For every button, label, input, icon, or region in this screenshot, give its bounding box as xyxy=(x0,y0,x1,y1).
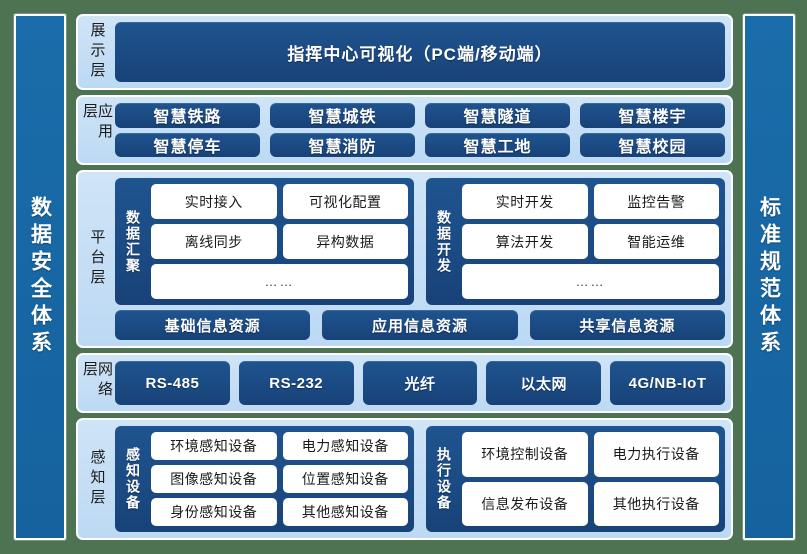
platform-group-right-label: 数据开发 xyxy=(436,209,452,274)
platform-left-row-3: …… xyxy=(151,264,408,299)
actuator-item-info-publishing[interactable]: 信息发布设备 xyxy=(462,481,588,526)
sensing-group-actuator-devices: 执行设备 环境控制设备 电力执行设备 信息发布设备 其他执行设备 xyxy=(426,426,725,532)
app-item-smart-metro[interactable]: 智慧城铁 xyxy=(270,103,415,128)
platform-group-right-grid: 实时开发 监控告警 算法开发 智能运维 …… xyxy=(462,184,719,299)
application-row-2: 智慧停车 智慧消防 智慧工地 智慧校园 xyxy=(115,132,725,157)
platform-item-more-left[interactable]: …… xyxy=(151,264,408,299)
platform-item-visual-config[interactable]: 可视化配置 xyxy=(282,184,408,219)
layer-sensing: 感知层 感知设备 环境感知设备 电力感知设备 图像感知设备 位置感知设备 xyxy=(76,418,733,540)
right-pillar-standards: 标准规范体系 xyxy=(743,14,795,540)
resource-item-shared-info[interactable]: 共享信息资源 xyxy=(529,310,725,340)
sensing-right-row-1: 环境控制设备 电力执行设备 xyxy=(462,432,719,477)
app-item-smart-parking[interactable]: 智慧停车 xyxy=(115,132,260,157)
platform-item-algorithm-development[interactable]: 算法开发 xyxy=(462,224,588,259)
app-item-smart-building[interactable]: 智慧楼宇 xyxy=(580,103,725,128)
sensing-item-power-sensor[interactable]: 电力感知设备 xyxy=(282,432,408,460)
platform-right-row-1: 实时开发 监控告警 xyxy=(462,184,719,219)
layer-platform-body: 数据汇聚 实时接入 可视化配置 离线同步 异构数据 …… xyxy=(115,178,725,340)
platform-group-data-development: 数据开发 实时开发 监控告警 算法开发 智能运维 …… xyxy=(426,178,725,305)
sensing-groups: 感知设备 环境感知设备 电力感知设备 图像感知设备 位置感知设备 xyxy=(115,426,725,532)
actuator-item-other-actuator[interactable]: 其他执行设备 xyxy=(593,481,719,526)
sensing-item-identity-sensor[interactable]: 身份感知设备 xyxy=(151,498,277,526)
sensing-left-row-1: 环境感知设备 电力感知设备 xyxy=(151,432,408,460)
left-pillar-data-security: 数据安全体系 xyxy=(14,14,66,540)
app-item-smart-tunnel[interactable]: 智慧隧道 xyxy=(425,103,570,128)
sensing-left-row-2: 图像感知设备 位置感知设备 xyxy=(151,465,408,493)
app-item-smart-campus[interactable]: 智慧校园 xyxy=(580,132,725,157)
layer-sensing-label: 感知层 xyxy=(88,449,106,509)
application-row-1: 智慧铁路 智慧城铁 智慧隧道 智慧楼宇 xyxy=(115,103,725,128)
app-item-smart-railway[interactable]: 智慧铁路 xyxy=(115,103,260,128)
layer-platform-label: 平台层 xyxy=(88,229,106,289)
platform-group-data-aggregation: 数据汇聚 实时接入 可视化配置 离线同步 异构数据 …… xyxy=(115,178,414,305)
layer-stack: 展示层 指挥中心可视化（PC端/移动端） 应用层 智慧铁路 智慧城铁 智慧隧道 … xyxy=(76,14,733,540)
network-row: RS-485 RS-232 光纤 以太网 4G/NB-IoT xyxy=(115,361,725,405)
platform-resource-row: 基础信息资源 应用信息资源 共享信息资源 xyxy=(115,310,725,340)
platform-item-intelligent-ops[interactable]: 智能运维 xyxy=(593,224,719,259)
network-item-rs485[interactable]: RS-485 xyxy=(115,361,230,405)
platform-item-heterogeneous-data[interactable]: 异构数据 xyxy=(282,224,408,259)
layer-application-body: 智慧铁路 智慧城铁 智慧隧道 智慧楼宇 智慧停车 智慧消防 智慧工地 智慧校园 xyxy=(115,103,725,157)
command-center-visualization-box[interactable]: 指挥中心可视化（PC端/移动端） xyxy=(115,22,725,82)
platform-item-offline-sync[interactable]: 离线同步 xyxy=(151,224,277,259)
layer-presentation-label: 展示层 xyxy=(88,22,106,82)
resource-item-basic-info[interactable]: 基础信息资源 xyxy=(115,310,311,340)
platform-item-monitoring-alarm[interactable]: 监控告警 xyxy=(593,184,719,219)
layer-application: 应用层 智慧铁路 智慧城铁 智慧隧道 智慧楼宇 智慧停车 智慧消防 智慧工地 智… xyxy=(76,95,733,165)
sensing-group-right-grid: 环境控制设备 电力执行设备 信息发布设备 其他执行设备 xyxy=(462,432,719,526)
sensing-group-sensor-devices: 感知设备 环境感知设备 电力感知设备 图像感知设备 位置感知设备 xyxy=(115,426,414,532)
sensing-item-other-sensor[interactable]: 其他感知设备 xyxy=(282,498,408,526)
layer-network: 网络层 RS-485 RS-232 光纤 以太网 4G/NB-IoT xyxy=(76,353,733,413)
platform-group-left-grid: 实时接入 可视化配置 离线同步 异构数据 …… xyxy=(151,184,408,299)
sensing-item-location-sensor[interactable]: 位置感知设备 xyxy=(282,465,408,493)
layer-network-label: 网络层 xyxy=(81,361,113,401)
platform-right-row-2: 算法开发 智能运维 xyxy=(462,224,719,259)
layer-sensing-body: 感知设备 环境感知设备 电力感知设备 图像感知设备 位置感知设备 xyxy=(115,426,725,532)
layer-presentation: 展示层 指挥中心可视化（PC端/移动端） xyxy=(76,14,733,90)
resource-item-application-info[interactable]: 应用信息资源 xyxy=(322,310,518,340)
sensing-group-left-grid: 环境感知设备 电力感知设备 图像感知设备 位置感知设备 身份感知设备 其他感知设… xyxy=(151,432,408,526)
layer-presentation-body: 指挥中心可视化（PC端/移动端） xyxy=(115,22,725,82)
sensing-right-row-2: 信息发布设备 其他执行设备 xyxy=(462,481,719,526)
network-item-ethernet[interactable]: 以太网 xyxy=(486,361,602,405)
platform-groups: 数据汇聚 实时接入 可视化配置 离线同步 异构数据 …… xyxy=(115,178,725,305)
platform-item-realtime-development[interactable]: 实时开发 xyxy=(462,184,588,219)
layer-platform: 平台层 数据汇聚 实时接入 可视化配置 离线同步 异构数据 xyxy=(76,170,733,348)
network-item-fiber[interactable]: 光纤 xyxy=(362,361,478,405)
layer-network-body: RS-485 RS-232 光纤 以太网 4G/NB-IoT xyxy=(115,361,725,405)
platform-item-more-right[interactable]: …… xyxy=(462,264,719,299)
layer-application-label: 应用层 xyxy=(81,103,113,143)
left-pillar-label: 数据安全体系 xyxy=(28,196,52,358)
sensing-item-environment-sensor[interactable]: 环境感知设备 xyxy=(151,432,277,460)
right-pillar-label: 标准规范体系 xyxy=(757,196,781,358)
sensing-item-image-sensor[interactable]: 图像感知设备 xyxy=(151,465,277,493)
sensing-left-row-3: 身份感知设备 其他感知设备 xyxy=(151,498,408,526)
platform-item-realtime-access[interactable]: 实时接入 xyxy=(151,184,277,219)
app-item-smart-firefighting[interactable]: 智慧消防 xyxy=(270,132,415,157)
actuator-item-power-actuator[interactable]: 电力执行设备 xyxy=(593,432,719,477)
sensing-group-right-label: 执行设备 xyxy=(436,447,452,511)
platform-group-left-label: 数据汇聚 xyxy=(125,209,141,274)
sensing-group-left-label: 感知设备 xyxy=(125,447,141,511)
platform-right-row-3: …… xyxy=(462,264,719,299)
app-item-smart-construction-site[interactable]: 智慧工地 xyxy=(425,132,570,157)
platform-left-row-2: 离线同步 异构数据 xyxy=(151,224,408,259)
actuator-item-environment-control[interactable]: 环境控制设备 xyxy=(462,432,588,477)
network-item-4g-nbiot[interactable]: 4G/NB-IoT xyxy=(610,361,725,405)
platform-left-row-1: 实时接入 可视化配置 xyxy=(151,184,408,219)
network-item-rs232[interactable]: RS-232 xyxy=(238,361,354,405)
